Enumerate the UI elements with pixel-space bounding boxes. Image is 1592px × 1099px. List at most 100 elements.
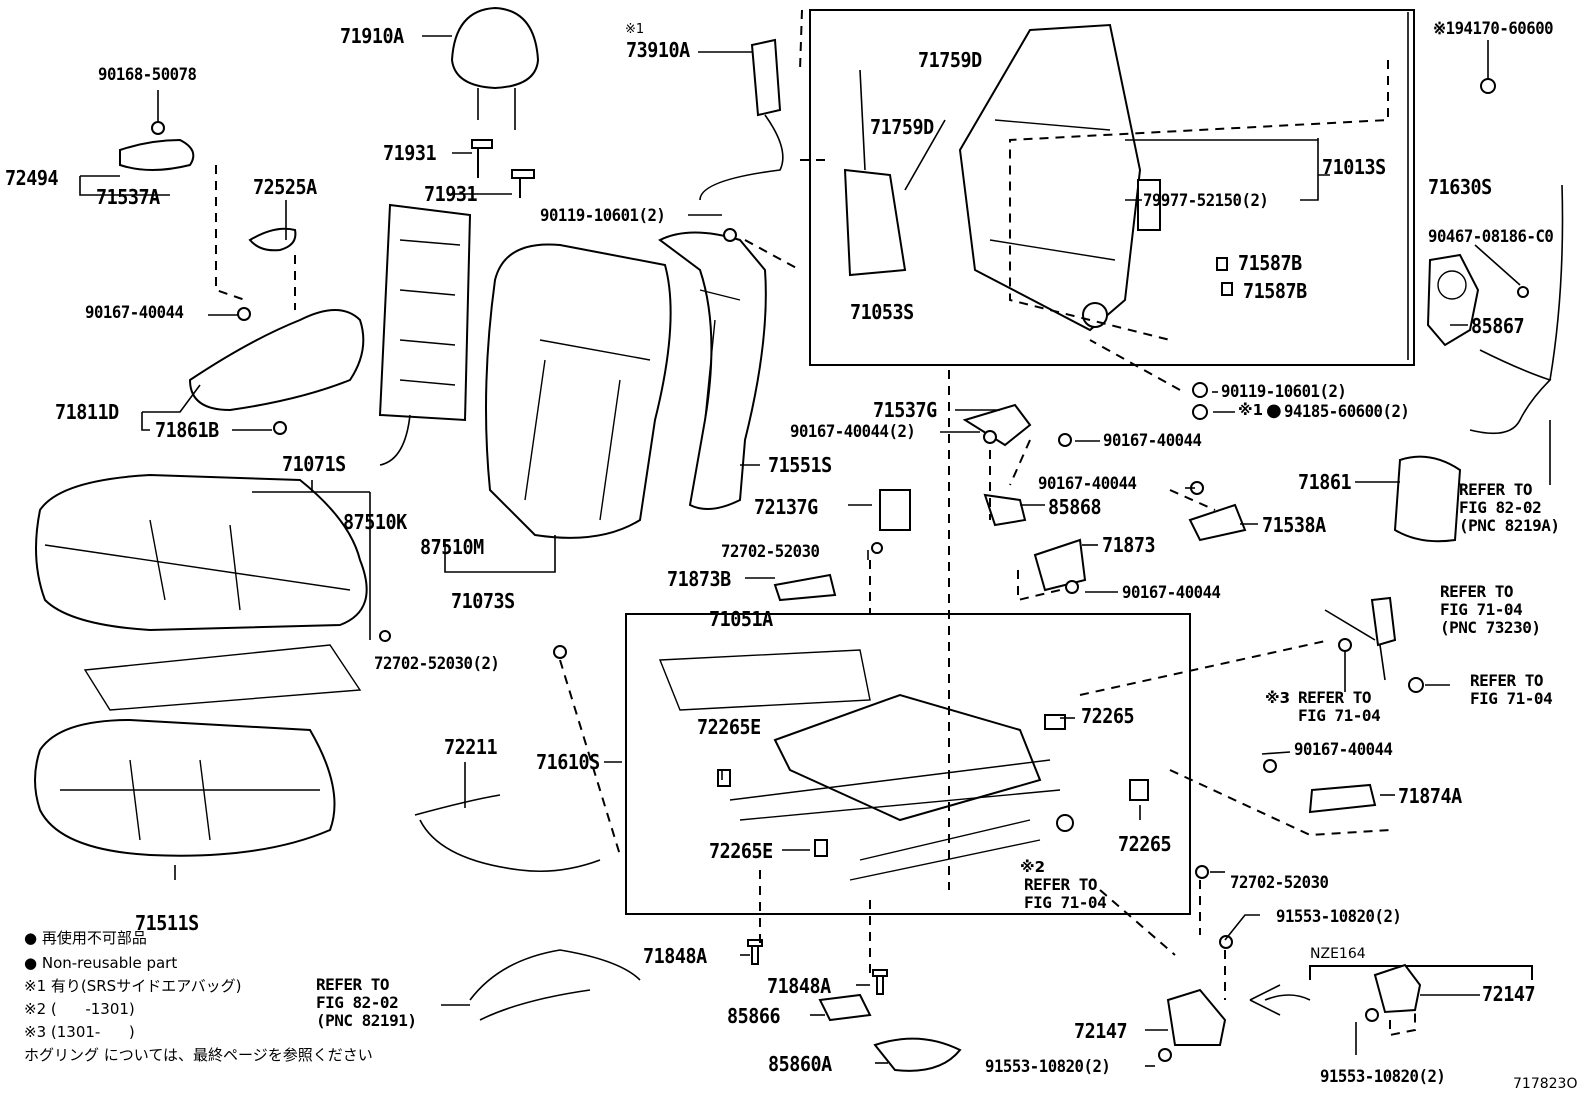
label-71053S: 71053S [850, 300, 914, 324]
label-94185-60600: 94185-60600(2) [1284, 402, 1410, 422]
reference-note-3: ※3 [1265, 689, 1291, 707]
label-72265E-a: 72265E [697, 715, 761, 739]
label-71931-b: 71931 [424, 182, 478, 206]
label-72265-a: 72265 [1081, 704, 1135, 728]
label-71511S: 71511S [135, 911, 199, 935]
label-87510K: 87510K [343, 510, 407, 534]
label-72147-a: 72147 [1074, 1019, 1128, 1043]
label-79977-52150: 79977-52150(2) [1143, 191, 1269, 211]
wire-harness-72211 [414, 794, 601, 873]
label-71874A: 71874A [1398, 784, 1462, 808]
label-71910A: 71910A [340, 24, 404, 48]
label-73910A-note: ※1 [625, 22, 645, 37]
label-71073S: 71073S [451, 589, 515, 613]
reference-fig-71-04-pnc-73230[interactable]: REFER TO FIG 71-04 (PNC 73230) [1440, 582, 1541, 637]
headrest-drawing [450, 6, 540, 198]
label-71537G: 71537G [873, 398, 937, 422]
label-72265-b: 72265 [1118, 832, 1172, 856]
label-91553-10820-b: 91553-10820(2) [985, 1057, 1111, 1077]
label-72265E-b: 72265E [709, 839, 773, 863]
seatback-cover-drawing [485, 231, 767, 539]
legend-note-1: ※1 有り(SRSサイドエアバッグ) [24, 977, 242, 995]
dashed-guides [215, 9, 1416, 1037]
label-71551S: 71551S [768, 453, 832, 477]
label-87510M: 87510M [420, 535, 484, 559]
label-71873B: 71873B [667, 567, 731, 591]
figure-id: 717823O [1513, 1076, 1578, 1092]
label-72211: 72211 [444, 735, 498, 759]
label-72702-52030-c: 72702-52030 [1230, 873, 1329, 893]
label-90119-10601-b: 90119-10601(2) [1221, 382, 1347, 402]
label-90167-40044-a: 90167-40044 [85, 303, 184, 323]
label-71630S: 71630S [1428, 175, 1492, 199]
reference-fig-82-02-pnc-82191[interactable]: REFER TO FIG 82-02 (PNC 82191) [316, 975, 417, 1030]
label-71587B-b: 71587B [1243, 279, 1307, 303]
label-71610S: 71610S [536, 750, 600, 774]
seat-cushion-cover-drawing [34, 473, 368, 857]
label-71759D-a: 71759D [918, 48, 982, 72]
label-71537A: 71537A [96, 185, 160, 209]
label-90167-40044-f: 90167-40044 [1294, 740, 1393, 760]
legend-note-3: ※3 (1301- ) [24, 1023, 135, 1041]
label-71861B: 71861B [155, 418, 219, 442]
label-71873: 71873 [1102, 533, 1156, 557]
seat-track-drawing [658, 649, 1149, 881]
label-71051A: 71051A [709, 607, 773, 631]
non-reusable-marker: ● [1266, 400, 1282, 421]
fasteners-drawing [151, 78, 1529, 1062]
label-90168-50078: 90168-50078 [98, 65, 197, 85]
label-72494: 72494 [5, 166, 59, 190]
label-72147-b: 72147 [1482, 982, 1536, 1006]
legend-non-reusable-jp: ● 再使用不可部品 [24, 929, 147, 947]
label-73910A: 73910A [626, 38, 690, 62]
label-71759D-b: 71759D [870, 115, 934, 139]
label-90167-40044-d: 90167-40044 [1038, 474, 1137, 494]
reference-fig-71-04-track[interactable]: REFER TO FIG 71-04 [1024, 875, 1107, 912]
label-85867: 85867 [1471, 314, 1525, 338]
reference-note-2: ※2 [1020, 858, 1046, 876]
label-71587B-a: 71587B [1238, 251, 1302, 275]
misc-brackets-drawing [773, 403, 1462, 814]
lumbar-motor-drawing [1426, 184, 1564, 435]
label-90167-40044-c: 90167-40044 [1103, 431, 1202, 451]
label-90119-10601-a: 90119-10601(2) [540, 206, 666, 226]
reference-fig-82-02-pnc-8219a[interactable]: REFER TO FIG 82-02 (PNC 8219A) [1459, 480, 1560, 535]
label-90467-08186-C0: 90467-08186-C0 [1428, 227, 1554, 247]
side-shield-drawing [119, 138, 365, 412]
seatback-heater-drawing [378, 203, 472, 466]
label-71861: 71861 [1298, 470, 1352, 494]
label-85866: 85866 [727, 1004, 781, 1028]
nze164-bracket [1309, 965, 1533, 980]
label-85868: 85868 [1048, 495, 1102, 519]
label-71931-a: 71931 [383, 141, 437, 165]
label-71811D: 71811D [55, 400, 119, 424]
seat-track-group-box [625, 613, 1191, 915]
seatback-frame-drawing [843, 23, 1233, 332]
reference-fig-71-04-nut[interactable]: REFER TO FIG 71-04 [1470, 671, 1553, 708]
label-94185-note: ※1 [1238, 401, 1264, 419]
side-airbag-drawing [699, 38, 784, 201]
label-71538A: 71538A [1262, 513, 1326, 537]
label-91553-10820-c: 91553-10820(2) [1320, 1067, 1446, 1087]
reference-fig-71-04-anchor[interactable]: REFER TO FIG 71-04 [1298, 688, 1381, 725]
label-90167-40044-b: 90167-40044(2) [790, 422, 916, 442]
label-72702-52030-a: 72702-52030 [721, 542, 820, 562]
label-72137G: 72137G [754, 495, 818, 519]
seat-belt-buckle-drawing [1324, 596, 1424, 693]
legend-note-2: ※2 ( -1301) [24, 1000, 135, 1018]
label-91553-10820-a: 91553-10820(2) [1276, 907, 1402, 927]
label-72702-52030-b: 72702-52030(2) [374, 654, 500, 674]
label-90167-40044-e: 90167-40044 [1122, 583, 1221, 603]
label-71071S: 71071S [282, 452, 346, 476]
label-94170-60600: ※194170-60600 [1433, 19, 1554, 39]
label-71848A-a: 71848A [643, 944, 707, 968]
lower-parts-drawing [469, 939, 1422, 1072]
group-label-nze164: NZE164 [1310, 946, 1366, 962]
leader-lines [79, 12, 1551, 1067]
label-85860A: 85860A [768, 1052, 832, 1076]
label-71013S: 71013S [1322, 155, 1386, 179]
seatback-frame-group-box [809, 9, 1415, 366]
legend-non-reusable-en: ● Non-reusable part [24, 954, 178, 972]
